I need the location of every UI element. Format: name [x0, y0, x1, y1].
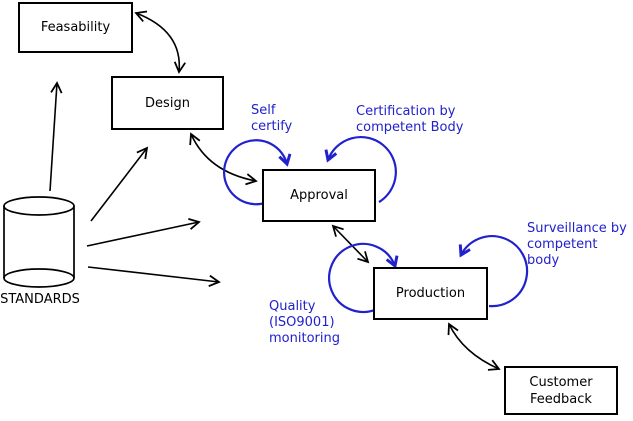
quality-label: Quality (ISO9001) monitoring [269, 299, 340, 346]
surveillance-label: Surveillance by competent body [527, 221, 627, 268]
edge-standards-production [87, 266, 221, 287]
loop-certification [328, 135, 397, 203]
edge-approval-production [331, 224, 370, 264]
node-production: Production [373, 267, 488, 320]
edge-standards-approval [86, 218, 201, 247]
edge-standards-feasability [49, 81, 63, 192]
loop-self-certify [223, 139, 287, 206]
edge-design-approval [189, 132, 258, 186]
standards-cylinder [3, 196, 75, 288]
edge-production-customer-feedback [447, 322, 501, 371]
certification-label: Certification by competent Body [356, 104, 464, 135]
self-certify-label: Self certify [251, 103, 293, 134]
loop-surveillance [461, 235, 529, 308]
loop-quality [328, 242, 395, 314]
node-design: Design [111, 76, 224, 130]
edge-feasability-design [134, 10, 186, 74]
node-customer-feedback: Customer Feedback [504, 366, 618, 415]
standards-label: STANDARDS [0, 292, 80, 307]
node-feasability: Feasability [18, 2, 133, 53]
edge-standards-design [90, 146, 149, 222]
node-approval: Approval [262, 169, 376, 222]
